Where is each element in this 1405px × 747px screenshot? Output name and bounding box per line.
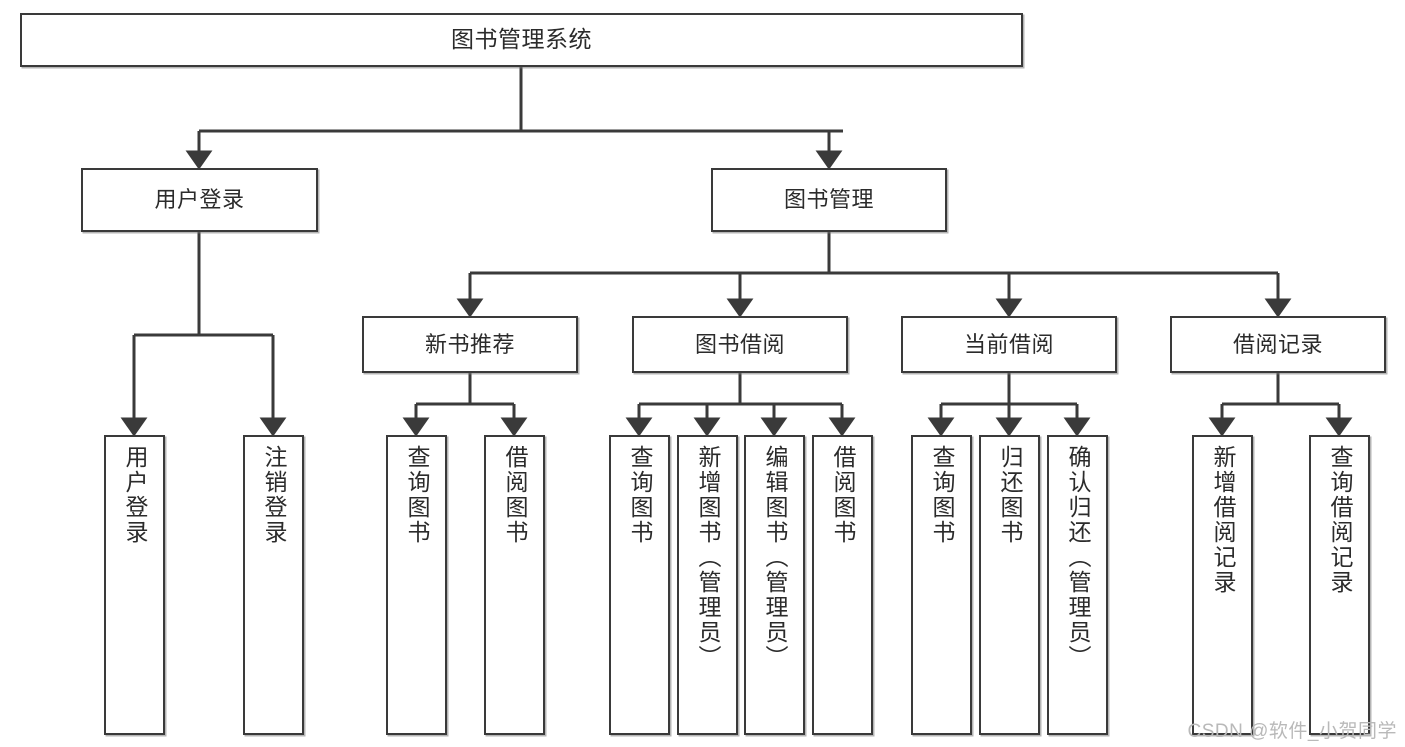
node-label: 图书借阅: [694, 331, 785, 357]
node-leaf-user-login[interactable]: 用户登录: [104, 435, 165, 735]
node-label: 借阅图书: [502, 445, 528, 545]
node-root-system[interactable]: 图书管理系统: [20, 13, 1023, 67]
node-leaf-add-book-admin[interactable]: 新增图书（管理员）: [677, 435, 738, 735]
node-current-borrow[interactable]: 当前借阅: [901, 316, 1117, 373]
node-label: 新增借阅记录: [1210, 445, 1236, 595]
node-leaf-borrow-book-borrow[interactable]: 借阅图书: [812, 435, 873, 735]
node-leaf-query-book-newbook[interactable]: 查询图书: [386, 435, 447, 735]
node-label: 编辑图书（管理员）: [762, 445, 788, 670]
node-label: 图书管理: [783, 187, 874, 213]
node-label: 查询图书: [627, 445, 653, 545]
node-borrow-records[interactable]: 借阅记录: [1170, 316, 1386, 373]
node-label: 新增图书（管理员）: [695, 445, 721, 670]
node-book-borrow[interactable]: 图书借阅: [632, 316, 848, 373]
node-book-management[interactable]: 图书管理: [711, 168, 947, 232]
node-new-book-recommend[interactable]: 新书推荐: [362, 316, 578, 373]
node-label: 当前借阅: [963, 331, 1054, 357]
node-leaf-confirm-return-admin[interactable]: 确认归还（管理员）: [1047, 435, 1108, 735]
node-leaf-borrow-book-newbook[interactable]: 借阅图书: [484, 435, 545, 735]
node-label: 借阅记录: [1232, 331, 1323, 357]
node-label: 查询图书: [929, 445, 955, 545]
node-leaf-logout[interactable]: 注销登录: [243, 435, 304, 735]
node-label: 归还图书: [997, 445, 1023, 545]
node-leaf-edit-book-admin[interactable]: 编辑图书（管理员）: [744, 435, 805, 735]
node-label: 注销登录: [261, 445, 287, 545]
node-label: 用户登录: [154, 187, 245, 213]
csdn-watermark: CSDN @软件_小贺同学: [1187, 721, 1397, 742]
node-label: 用户登录: [122, 445, 148, 545]
node-label: 借阅图书: [830, 445, 856, 545]
node-leaf-query-book-borrow[interactable]: 查询图书: [609, 435, 670, 735]
node-label: 查询借阅记录: [1327, 445, 1353, 595]
node-leaf-add-borrow-record[interactable]: 新增借阅记录: [1192, 435, 1253, 735]
node-leaf-query-borrow-record[interactable]: 查询借阅记录: [1309, 435, 1370, 735]
node-label: 确认归还（管理员）: [1065, 445, 1091, 670]
node-label: 新书推荐: [424, 331, 515, 357]
node-user-login[interactable]: 用户登录: [81, 168, 318, 232]
node-leaf-return-book[interactable]: 归还图书: [979, 435, 1040, 735]
node-label: 查询图书: [404, 445, 430, 545]
node-leaf-query-book-current[interactable]: 查询图书: [911, 435, 972, 735]
node-label: 图书管理系统: [451, 26, 592, 53]
